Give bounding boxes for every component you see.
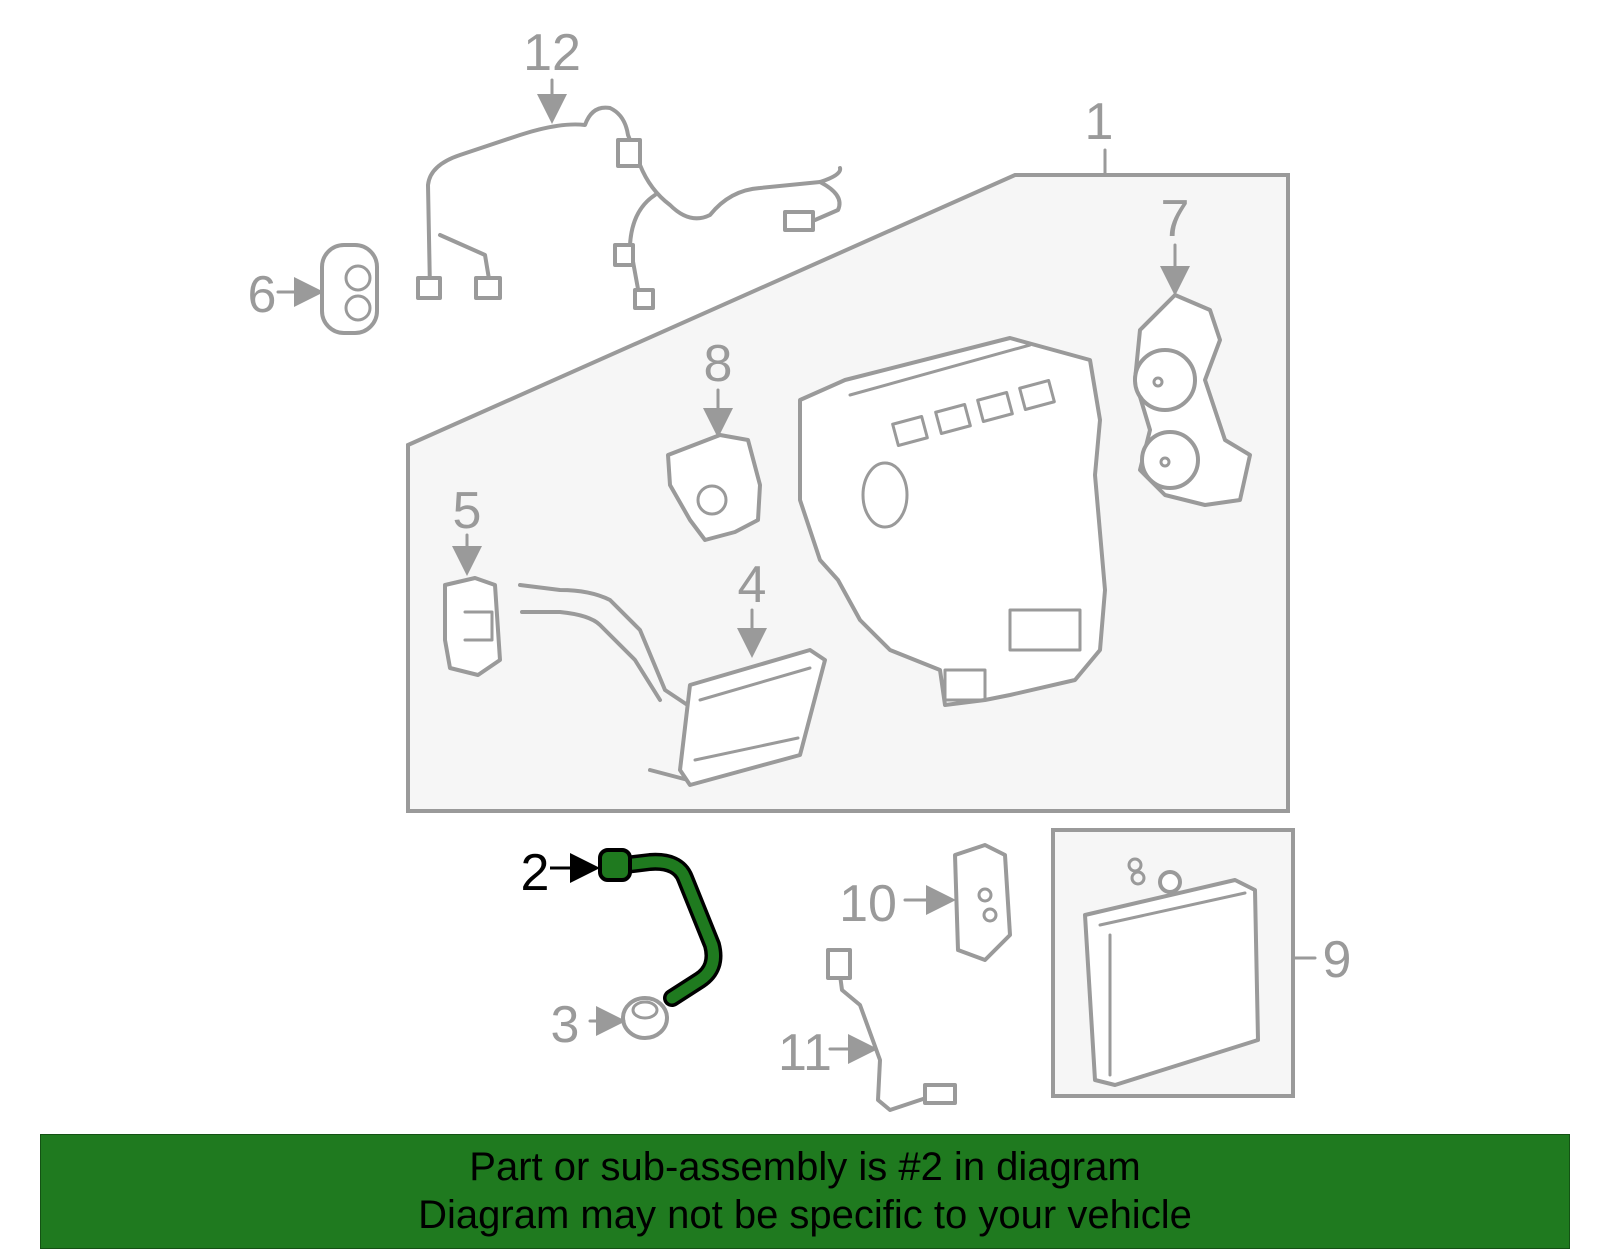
info-banner: Part or sub-assembly is #2 in diagram Di… bbox=[40, 1134, 1570, 1249]
grommet-3 bbox=[588, 996, 669, 1040]
callout-9: 9 bbox=[1323, 931, 1352, 989]
heater-core-4 bbox=[518, 583, 827, 787]
callout-5: 5 bbox=[453, 482, 482, 540]
servo-motor-7 bbox=[1133, 243, 1252, 507]
sensor-11 bbox=[826, 948, 957, 1112]
banner-line-2: Diagram may not be specific to your vehi… bbox=[418, 1193, 1192, 1237]
callout-12: 12 bbox=[523, 24, 581, 82]
evaporator-box-9 bbox=[1051, 828, 1317, 1098]
parts-diagram: 1 2 3 4 5 6 7 8 9 10 11 12 bbox=[248, 24, 1352, 1112]
callout-8: 8 bbox=[704, 335, 733, 393]
banner-line-1: Part or sub-assembly is #2 in diagram bbox=[469, 1145, 1141, 1189]
expansion-valve-10 bbox=[903, 843, 1012, 962]
callout-4: 4 bbox=[738, 556, 767, 614]
callout-2: 2 bbox=[521, 844, 550, 902]
callout-10: 10 bbox=[839, 875, 897, 933]
hvac-case-1 bbox=[798, 336, 1107, 707]
callout-3: 3 bbox=[551, 996, 580, 1054]
callout-1: 1 bbox=[1085, 93, 1114, 151]
callout-11: 11 bbox=[778, 1024, 832, 1082]
grommet-6 bbox=[276, 243, 379, 335]
callout-6: 6 bbox=[248, 266, 277, 324]
bracket-5 bbox=[443, 533, 502, 677]
drain-hose-2-highlighted bbox=[550, 848, 723, 1007]
actuator-8 bbox=[666, 388, 762, 542]
callout-7: 7 bbox=[1161, 190, 1190, 248]
wire-harness-12 bbox=[416, 78, 843, 310]
